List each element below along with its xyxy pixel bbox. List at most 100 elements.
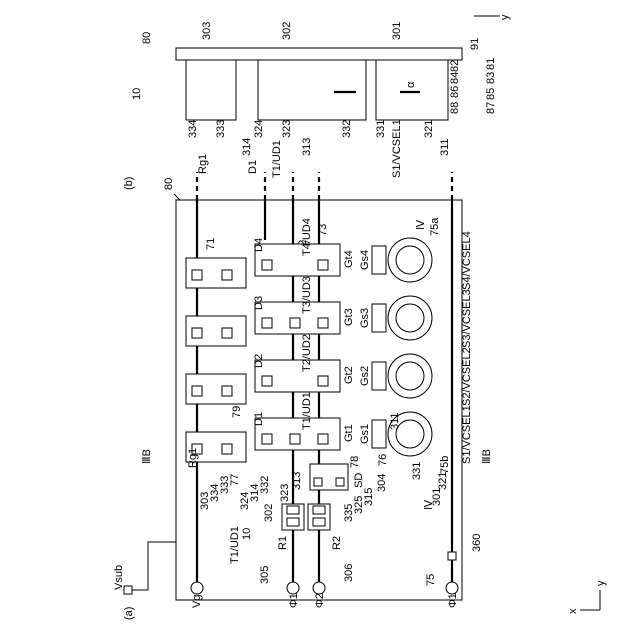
label-73: 73 bbox=[317, 224, 329, 236]
label-321: 321 bbox=[437, 472, 449, 490]
label-311: 311 bbox=[389, 412, 401, 430]
cell-2-d-contact bbox=[262, 376, 272, 386]
b-substrate-80 bbox=[176, 48, 462, 60]
label-b-83: 83 bbox=[485, 72, 497, 84]
label-323: 323 bbox=[279, 484, 291, 502]
label-d1: D1 bbox=[253, 412, 265, 426]
vsub-wire bbox=[132, 542, 176, 590]
label-sd: SD bbox=[353, 473, 365, 488]
label-t3ud3: T3/UD3 bbox=[301, 276, 313, 314]
label-d3: D3 bbox=[253, 296, 265, 310]
cell-2-g-contact bbox=[318, 376, 328, 386]
cell-4-g-contact bbox=[318, 260, 328, 270]
label-304: 304 bbox=[376, 474, 388, 492]
cell-1-t-contact bbox=[290, 434, 300, 444]
cell-1-d-contact bbox=[262, 434, 272, 444]
label-360: 360 bbox=[471, 534, 483, 552]
sd-contact-2 bbox=[336, 478, 344, 486]
label-b-84: 84 bbox=[449, 72, 461, 84]
label-301: 301 bbox=[431, 488, 443, 506]
label-b-rg1: Rg1 bbox=[197, 154, 209, 174]
cell-1-g-contact bbox=[318, 434, 328, 444]
label-s3vcsel3: S3/VCSEL3 bbox=[461, 289, 473, 348]
label-b-85: 85 bbox=[485, 88, 497, 100]
cell-3-contact-b bbox=[222, 328, 232, 338]
gs2-pad bbox=[372, 362, 386, 390]
label-b-302: 302 bbox=[281, 22, 293, 40]
label-306: 306 bbox=[343, 564, 355, 582]
label-b-t1ud1: T1/UD1 bbox=[271, 140, 283, 178]
label-gs1: Gs1 bbox=[359, 424, 371, 444]
cell-3-g-contact bbox=[318, 318, 328, 328]
label-r2: R2 bbox=[331, 536, 343, 550]
label-313: 313 bbox=[291, 472, 303, 490]
label-71: 71 bbox=[205, 238, 217, 250]
label-s2vcsel2: S2/VCSEL2 bbox=[461, 347, 473, 406]
label-77: 77 bbox=[229, 474, 241, 486]
gs4-pad bbox=[372, 246, 386, 274]
label-b-81: 81 bbox=[485, 58, 497, 70]
gs1-pad bbox=[372, 420, 386, 448]
label-gs2: Gs2 bbox=[359, 366, 371, 386]
label-b-332: 332 bbox=[341, 120, 353, 138]
vsub-terminal bbox=[124, 586, 132, 594]
cell-3-d-contact bbox=[262, 318, 272, 328]
b-mesa-302 bbox=[258, 60, 366, 120]
cell-4-contact-b bbox=[222, 270, 232, 280]
label-b-alpha: α bbox=[405, 81, 417, 88]
label-b-333: 333 bbox=[215, 120, 227, 138]
label-b-axis-y: y bbox=[499, 14, 511, 20]
vcsel-4-inner bbox=[396, 246, 424, 274]
label-332: 332 bbox=[259, 476, 271, 494]
label-rg1: Rg1 bbox=[187, 448, 199, 468]
label-gs4: Gs4 bbox=[359, 250, 371, 270]
label-b-313: 313 bbox=[301, 138, 313, 156]
phi2-terminal bbox=[313, 582, 325, 594]
label-t1ud1: T1/UD1 bbox=[301, 392, 313, 430]
label-b-311: 311 bbox=[439, 138, 451, 156]
label-phi1-bottom: Φ1 bbox=[447, 593, 459, 608]
label-b-321: 321 bbox=[423, 120, 435, 138]
label-fig-a: (a) bbox=[123, 607, 135, 620]
label-axis-x: x bbox=[567, 608, 579, 614]
label-302: 302 bbox=[263, 504, 275, 522]
label-iiib-top: ⅢB bbox=[141, 449, 153, 464]
label-b-86: 86 bbox=[449, 86, 461, 98]
label-phi1: Φ1 bbox=[288, 593, 300, 608]
label-b-device: 10 bbox=[131, 88, 143, 100]
cell-2-contact-a bbox=[192, 386, 202, 396]
label-b-331: 331 bbox=[375, 120, 387, 138]
r1-contact-b bbox=[287, 506, 299, 514]
label-b-87: 87 bbox=[485, 102, 497, 114]
b-mesa-301 bbox=[376, 60, 448, 120]
vga-terminal bbox=[191, 582, 203, 594]
phi1-terminal bbox=[287, 582, 299, 594]
label-315: 315 bbox=[363, 488, 375, 506]
label-vsub: Vsub bbox=[113, 565, 125, 590]
r2-contact-a bbox=[313, 518, 325, 526]
r2-contact-b bbox=[313, 506, 325, 514]
r1-contact-a bbox=[287, 518, 299, 526]
leader-80 bbox=[174, 194, 180, 200]
label-79: 79 bbox=[231, 406, 243, 418]
vcsel-2-inner bbox=[396, 362, 424, 390]
label-b-324: 324 bbox=[253, 120, 265, 138]
label-s1vcsel1: S1/VCSEL1 bbox=[461, 405, 473, 464]
label-78: 78 bbox=[349, 456, 361, 468]
label-iv-top: Ⅳ bbox=[415, 219, 427, 230]
node-360 bbox=[448, 552, 456, 560]
cell-3-contact-a bbox=[192, 328, 202, 338]
label-b-334: 334 bbox=[187, 120, 199, 138]
label-gt2: Gt2 bbox=[343, 366, 355, 384]
cell-4-d-contact bbox=[262, 260, 272, 270]
label-b-88: 88 bbox=[449, 102, 461, 114]
label-331: 331 bbox=[411, 462, 423, 480]
label-t2ud2: T2/UD2 bbox=[301, 334, 313, 372]
gs3-pad bbox=[372, 304, 386, 332]
label-b-s1vcsel1: S1/VCSEL1 bbox=[391, 119, 403, 178]
label-76: 76 bbox=[377, 454, 389, 466]
label-b-80: 80 bbox=[141, 32, 153, 44]
